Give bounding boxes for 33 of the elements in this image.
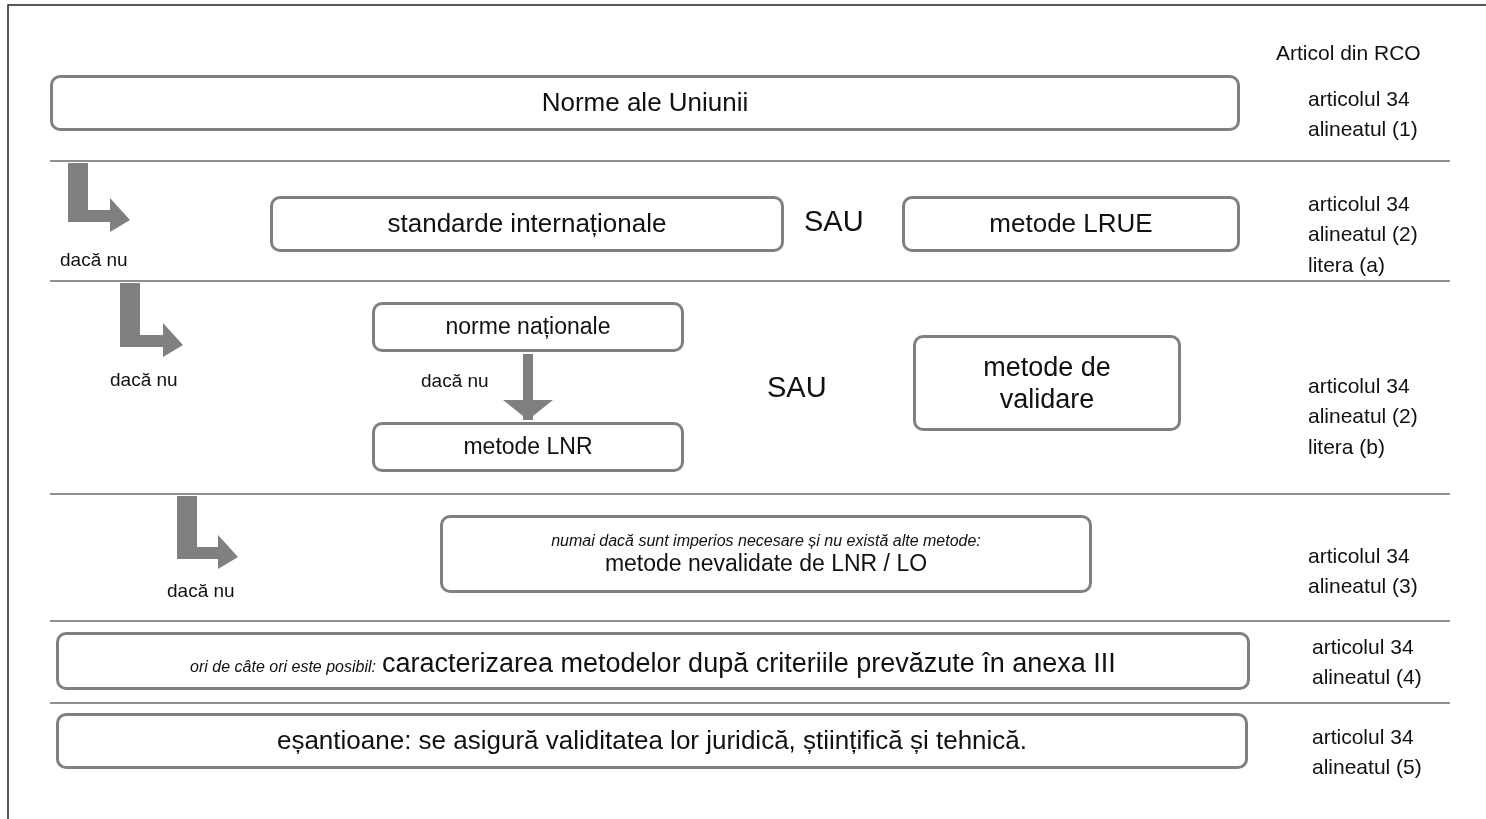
article-reference: articolul 34 alineatul (4) [1312, 634, 1423, 691]
condition-note: ori de câte ori este posibil: [190, 657, 376, 677]
column-heading: Articol din RCO [1276, 40, 1422, 66]
condition-label: dacă nu [60, 248, 129, 272]
rounded-box [270, 196, 784, 252]
article-reference: articolul 34 alineatul (1) [1308, 86, 1419, 143]
or-label: SAU [767, 370, 828, 405]
rounded-box [372, 302, 684, 352]
or-label: SAU [804, 204, 865, 239]
article-reference: articolul 34 alineatul (2) litera (b) [1308, 373, 1419, 460]
article-reference: articolul 34 alineatul (5) [1312, 724, 1423, 781]
box-text: norme naționale [445, 313, 611, 341]
rounded-box [902, 196, 1240, 252]
condition-note: numai dacă sunt imperios necesare și nu există alte metode: [551, 530, 981, 550]
condition-label: dacă nu [110, 368, 179, 392]
rounded-box [56, 632, 1250, 690]
box-text: standarde internaționale [387, 208, 667, 240]
condition-label: dacă nu [167, 579, 236, 603]
box-text: caracterizarea metodelor după criteriile prevăzute în anexa III [382, 647, 1116, 680]
rounded-box [50, 75, 1240, 131]
box-text: metode nevalidate de LNR / LO [604, 549, 928, 578]
box-text: metode de validare [982, 350, 1112, 416]
article-reference: articolul 34 alineatul (2) litera (a) [1308, 191, 1419, 278]
arrow [503, 354, 553, 420]
box-text: metode LRUE [989, 208, 1153, 240]
rounded-box [440, 515, 1092, 593]
box-text: Norme ale Uniunii [541, 87, 749, 119]
article-reference: articolul 34 alineatul (3) [1308, 543, 1419, 600]
box-text: eșantioane: se asigură validitatea lor juridică, științifică și tehnică. [276, 725, 1028, 757]
rounded-box [56, 713, 1248, 769]
rounded-box [372, 422, 684, 472]
box-text: metode LNR [463, 433, 593, 461]
rounded-box [913, 335, 1181, 431]
